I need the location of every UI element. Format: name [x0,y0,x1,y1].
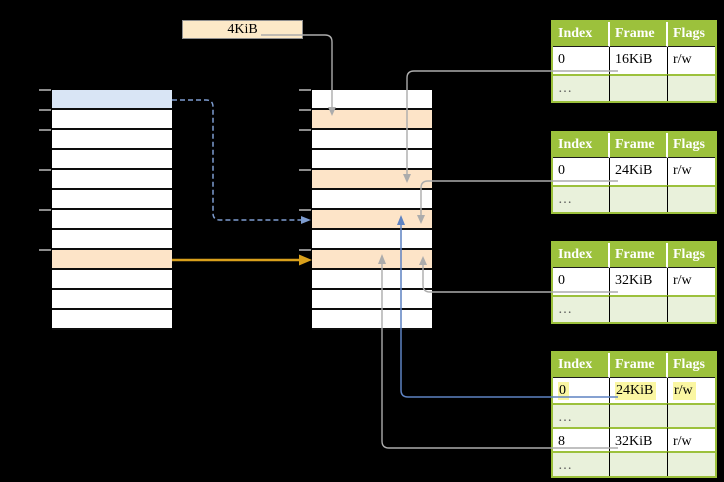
ellipsis-cell [610,403,668,427]
table-cell: 0 [553,378,610,403]
memory-cell [52,270,172,290]
memory-cell [52,230,172,250]
address-tick [299,109,311,111]
ellipsis-cell [610,185,668,212]
ellipsis-cell [610,451,668,476]
address-tick [39,249,51,251]
memory-cell [312,90,432,110]
memory-cell [312,290,432,310]
address-tick [39,209,51,211]
memory-cell [52,170,172,190]
memory-cell [52,190,172,210]
page-size-label: 4KiB [182,20,303,39]
column-header-flags: Flags [668,243,715,268]
physical-memory-column [299,89,432,330]
ellipsis-cell: … [553,295,610,322]
address-tick [39,129,51,131]
ellipsis-cell [668,451,715,476]
table-cell: 32KiB [610,268,668,295]
column-header-index: Index [553,22,610,47]
address-tick [39,109,51,111]
table-cell: 0 [553,268,610,295]
column-header-index: Index [553,133,610,158]
arrow-virtual-page0-to-frame [172,99,311,224]
memory-cell [52,250,172,270]
table-cell: r/w [668,47,715,74]
memory-cell [312,170,432,190]
table-cell: 8 [553,427,610,451]
memory-cell [312,230,432,250]
address-tick [39,89,51,91]
column-header-frame: Frame [610,22,668,47]
table-cell: r/w [668,427,715,451]
table-cell: r/w [668,268,715,295]
highlighted-value: 0 [558,382,569,400]
address-tick [299,129,311,131]
table-cell: r/w [668,378,715,403]
table-cell: 32KiB [610,427,668,451]
ellipsis-cell [610,74,668,101]
ellipsis-cell [668,295,715,322]
ellipsis-cell: … [553,403,610,427]
memory-cell [312,210,432,230]
address-tick [299,249,311,251]
arrow-virtual-page8-to-frame [172,254,312,266]
column-header-index: Index [553,353,610,378]
column-header-index: Index [553,243,610,268]
table-cell: 0 [553,47,610,74]
column-header-frame: Frame [610,243,668,268]
memory-cell [312,190,432,210]
memory-cell [52,130,172,150]
column-header-flags: Flags [668,133,715,158]
memory-cell [312,110,432,130]
column-header-flags: Flags [668,22,715,47]
ellipsis-cell: … [553,185,610,212]
memory-cell [312,150,432,170]
column-header-frame: Frame [610,133,668,158]
ellipsis-cell: … [553,74,610,101]
table-cell: 24KiB [610,378,668,403]
memory-cell [52,310,172,330]
address-tick [39,169,51,171]
memory-cell [52,110,172,130]
memory-cell [52,210,172,230]
ellipsis-cell [668,74,715,101]
highlighted-value: 24KiB [615,382,657,400]
memory-cell [52,150,172,170]
table-cell: 0 [553,158,610,185]
memory-cell [52,290,172,310]
highlighted-value: r/w [673,382,696,400]
address-tick [299,169,311,171]
memory-cell [52,90,172,110]
column-header-frame: Frame [610,353,668,378]
memory-cell [312,250,432,270]
address-tick [299,209,311,211]
column-header-flags: Flags [668,353,715,378]
ellipsis-cell: … [553,451,610,476]
ellipsis-cell [668,403,715,427]
memory-cell [312,270,432,290]
virtual-memory-column [39,89,172,330]
memory-cell [312,310,432,330]
table-cell: 16KiB [610,47,668,74]
memory-cell [312,130,432,150]
address-tick [299,89,311,91]
ellipsis-cell [610,295,668,322]
table-cell: r/w [668,158,715,185]
ellipsis-cell [668,185,715,212]
table-cell: 24KiB [610,158,668,185]
